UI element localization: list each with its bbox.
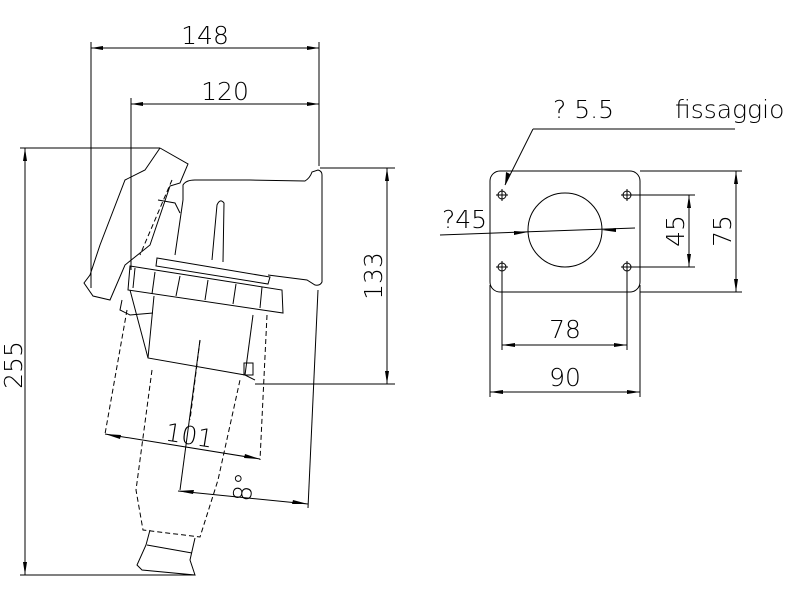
dim-45-label: 45 — [661, 215, 690, 247]
dimension-120: 120 — [130, 77, 319, 270]
dimension-75: 75 — [640, 170, 742, 293]
plate-view: ? 5.5 fissaggio ?45 45 — [439, 95, 784, 397]
dim-255-label: 255 — [0, 341, 28, 389]
dimension-148: 148 — [90, 21, 320, 288]
dim-120-label: 120 — [201, 77, 249, 106]
dimension-45: 45 — [632, 194, 695, 268]
dim-78-label: 78 — [549, 315, 581, 344]
dim-75-label: 75 — [708, 215, 737, 247]
fixing-label: fissaggio — [675, 95, 784, 124]
dimension-78: 78 — [501, 267, 628, 350]
hole-top-right — [621, 189, 633, 201]
dimension-angle-8: 8° — [177, 289, 319, 509]
dimension-101: 101 — [104, 418, 261, 460]
dim-90-label: 90 — [549, 363, 581, 392]
dim-148-label: 148 — [181, 21, 229, 50]
hole-top-left — [496, 189, 508, 201]
dimension-133: 133 — [255, 167, 395, 385]
dim-45-diameter-label: ?45 — [442, 205, 487, 234]
fixing-hole-callout: ? 5.5 fissaggio — [504, 95, 784, 186]
dimension-255: 255 — [0, 147, 195, 576]
side-view: 148 120 255 133 — [0, 21, 395, 576]
mounting-plate — [489, 170, 641, 293]
dimension-hole-diameter: ?45 — [439, 205, 636, 236]
socket-device-outline — [83, 147, 323, 576]
dimension-90: 90 — [489, 285, 641, 397]
fixing-hole-diameter-label: ? 5.5 — [553, 95, 614, 124]
dim-133-label: 133 — [359, 252, 388, 300]
dim-8-label: 8° — [228, 471, 260, 502]
